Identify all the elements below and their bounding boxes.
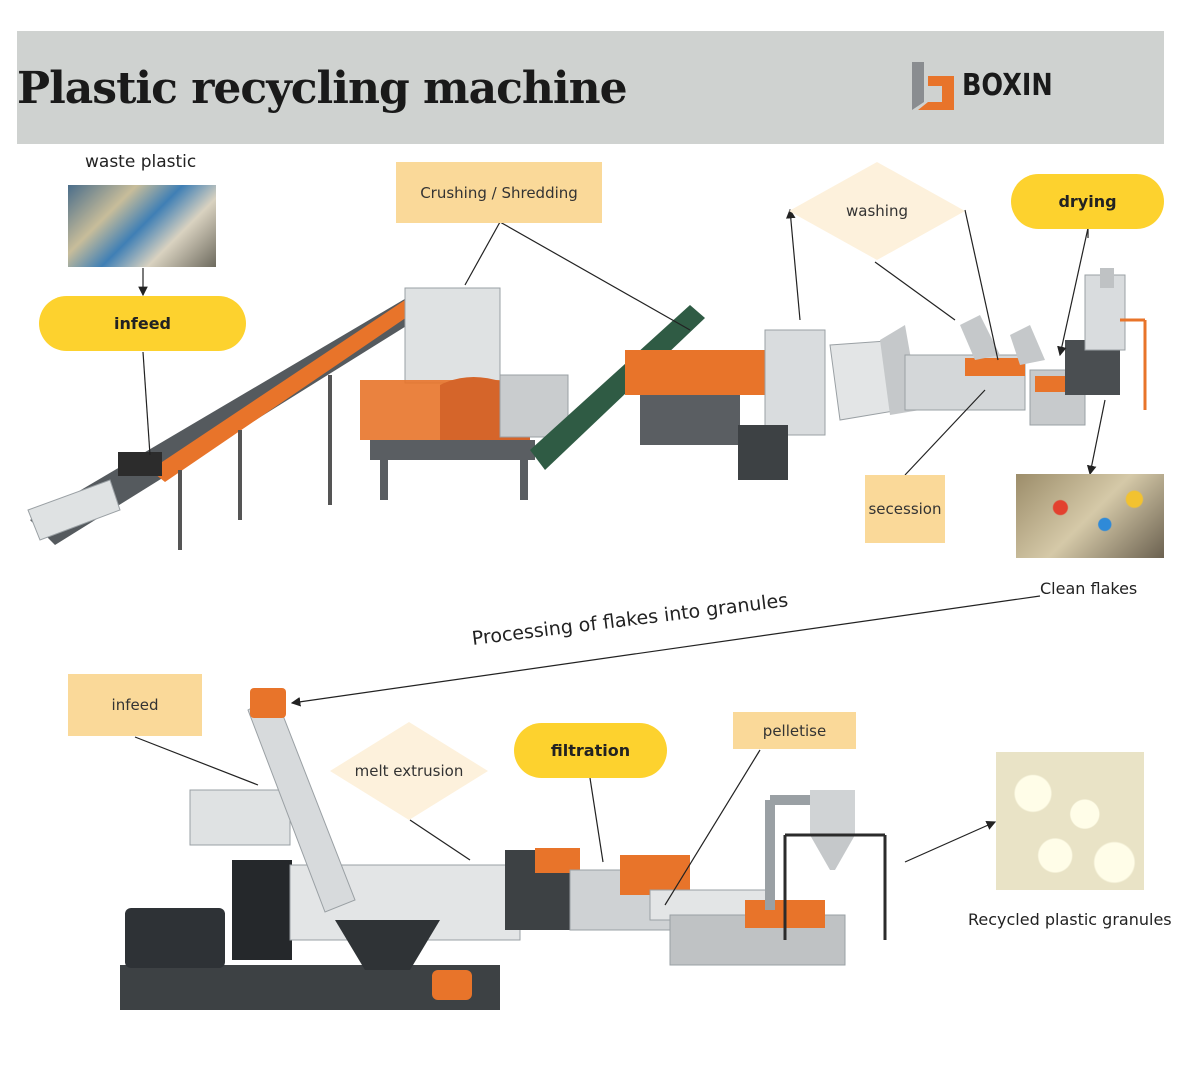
washing-tanks bbox=[625, 315, 1045, 480]
melt-extrusion-diamond-shape bbox=[330, 722, 488, 820]
cyclone bbox=[810, 790, 855, 835]
infeed-pill-top: infeed bbox=[39, 296, 246, 351]
secession-label: secession bbox=[865, 475, 945, 543]
melt-extrusion-diamond: melt extrusion bbox=[330, 722, 488, 820]
infeed-label-bottom: infeed bbox=[68, 674, 202, 736]
crusher bbox=[360, 287, 569, 500]
washing-diamond: washing bbox=[789, 162, 965, 260]
washing-label: washing bbox=[846, 202, 908, 220]
pelletizing-line bbox=[120, 688, 887, 1010]
washing-line bbox=[27, 268, 1147, 550]
melt-extrusion-label: melt extrusion bbox=[354, 762, 464, 780]
motor bbox=[125, 908, 225, 968]
waste-plastic-photo bbox=[68, 185, 216, 267]
pelletise-label: pelletise bbox=[733, 712, 856, 749]
filtration-pill: filtration bbox=[514, 723, 667, 778]
clean-flakes-label: Clean flakes bbox=[1040, 579, 1138, 598]
gearbox bbox=[232, 860, 292, 960]
boxin-logo: BOXIN bbox=[910, 58, 1090, 118]
loader-motor bbox=[250, 688, 286, 718]
recycled-granules-label: Recycled plastic granules bbox=[968, 910, 1172, 929]
brand-name: BOXIN bbox=[962, 68, 1053, 103]
page-title: Plastic recycling machine bbox=[17, 63, 628, 114]
force-feeder bbox=[189, 789, 291, 846]
clean-flakes-photo bbox=[1016, 474, 1164, 558]
connector-lines bbox=[134, 208, 1106, 906]
boxin-logo-icon bbox=[912, 62, 954, 110]
hopper bbox=[335, 920, 440, 970]
washing-diamond-shape bbox=[789, 162, 965, 260]
infeed-conveyor bbox=[27, 290, 440, 550]
header-bar: Plastic recycling machine BOXIN bbox=[17, 31, 1164, 144]
crushing-shredding-label: Crushing / Shredding bbox=[396, 162, 602, 223]
waste-plastic-label: waste plastic bbox=[85, 152, 197, 172]
recycled-granules-photo bbox=[996, 752, 1144, 890]
drying-pill: drying bbox=[1011, 174, 1164, 229]
dryer bbox=[1029, 268, 1147, 426]
